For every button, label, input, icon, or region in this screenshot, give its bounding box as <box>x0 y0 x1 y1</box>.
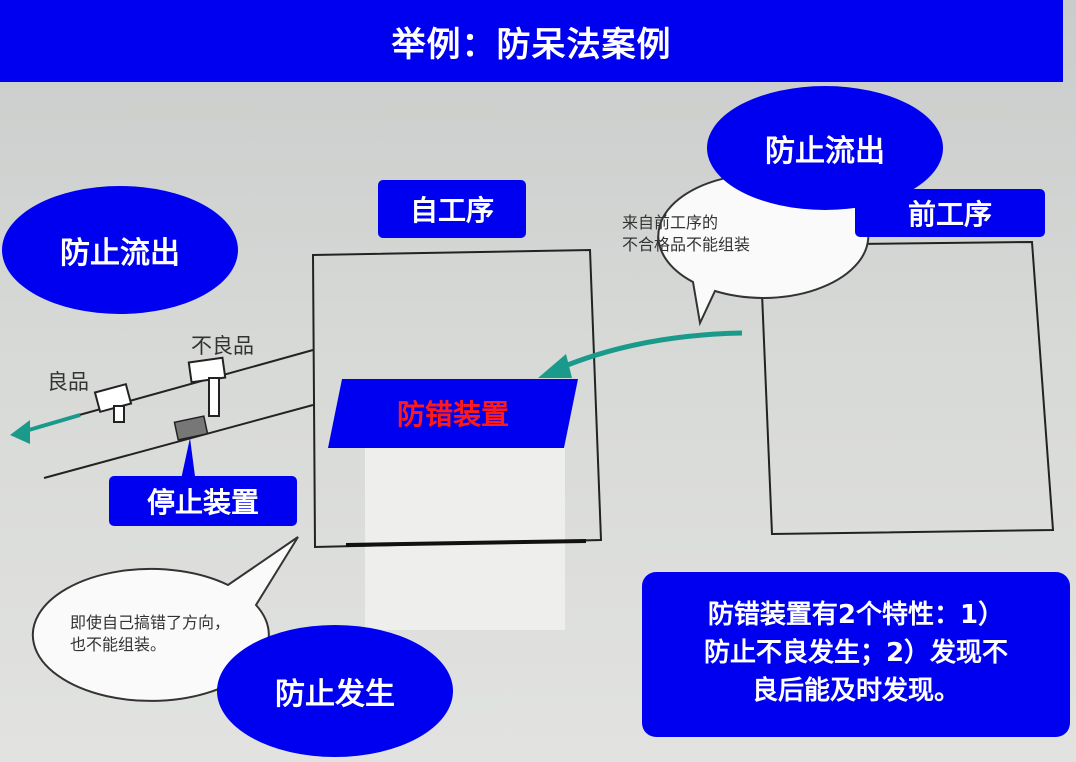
good-product-part <box>93 382 133 423</box>
upper-bubble-line: 不合格品不能组装 <box>622 235 751 254</box>
good-product-label: 良品 <box>47 370 89 394</box>
info-line: 良后能及时发现。 <box>751 676 960 706</box>
info-line: 防错装置有2个特性：1） <box>707 600 1005 630</box>
lower-bubble-line: 即使自己搞错了方向， <box>70 613 231 632</box>
self-process-tag: 自工序 <box>378 180 526 238</box>
stopper-block <box>173 415 209 441</box>
paper-sheet <box>365 440 565 630</box>
upper-bubble-text: 来自前工序的 不合格品不能组装 <box>622 212 750 256</box>
info-line: 防止不良发生；2）发现不 <box>703 638 1009 668</box>
prev-process-tag: 前工序 <box>855 189 1045 237</box>
defective-product-part <box>187 356 227 417</box>
info-box: 防错装置有2个特性：1） 防止不良发生；2）发现不 良后能及时发现。 <box>642 572 1070 737</box>
prevent-outflow-left-ellipse: 防止流出 <box>2 186 238 314</box>
prev-process-box <box>758 240 1055 536</box>
conveyor-bottom-line <box>43 404 314 479</box>
stop-device-tag: 停止装置 <box>109 476 297 526</box>
error-proof-device-label: 防错装置 <box>396 398 509 431</box>
lower-bubble-text: 即使自己搞错了方向， 也不能组装。 <box>70 612 230 656</box>
incoming-arrow <box>559 330 743 371</box>
stopper-pointer <box>180 438 196 484</box>
conveyor-top-line <box>35 349 314 428</box>
device-shape <box>328 379 578 448</box>
outflow-arrow-head <box>10 420 30 444</box>
page-title: 举例：防呆法案例 <box>0 0 1063 82</box>
defective-product-label: 不良品 <box>191 334 254 358</box>
lower-bubble-line: 也不能组装。 <box>70 635 167 654</box>
prevent-occurrence-ellipse: 防止发生 <box>217 625 453 757</box>
self-process-box <box>311 248 603 549</box>
upper-bubble-line: 来自前工序的 <box>622 213 719 232</box>
